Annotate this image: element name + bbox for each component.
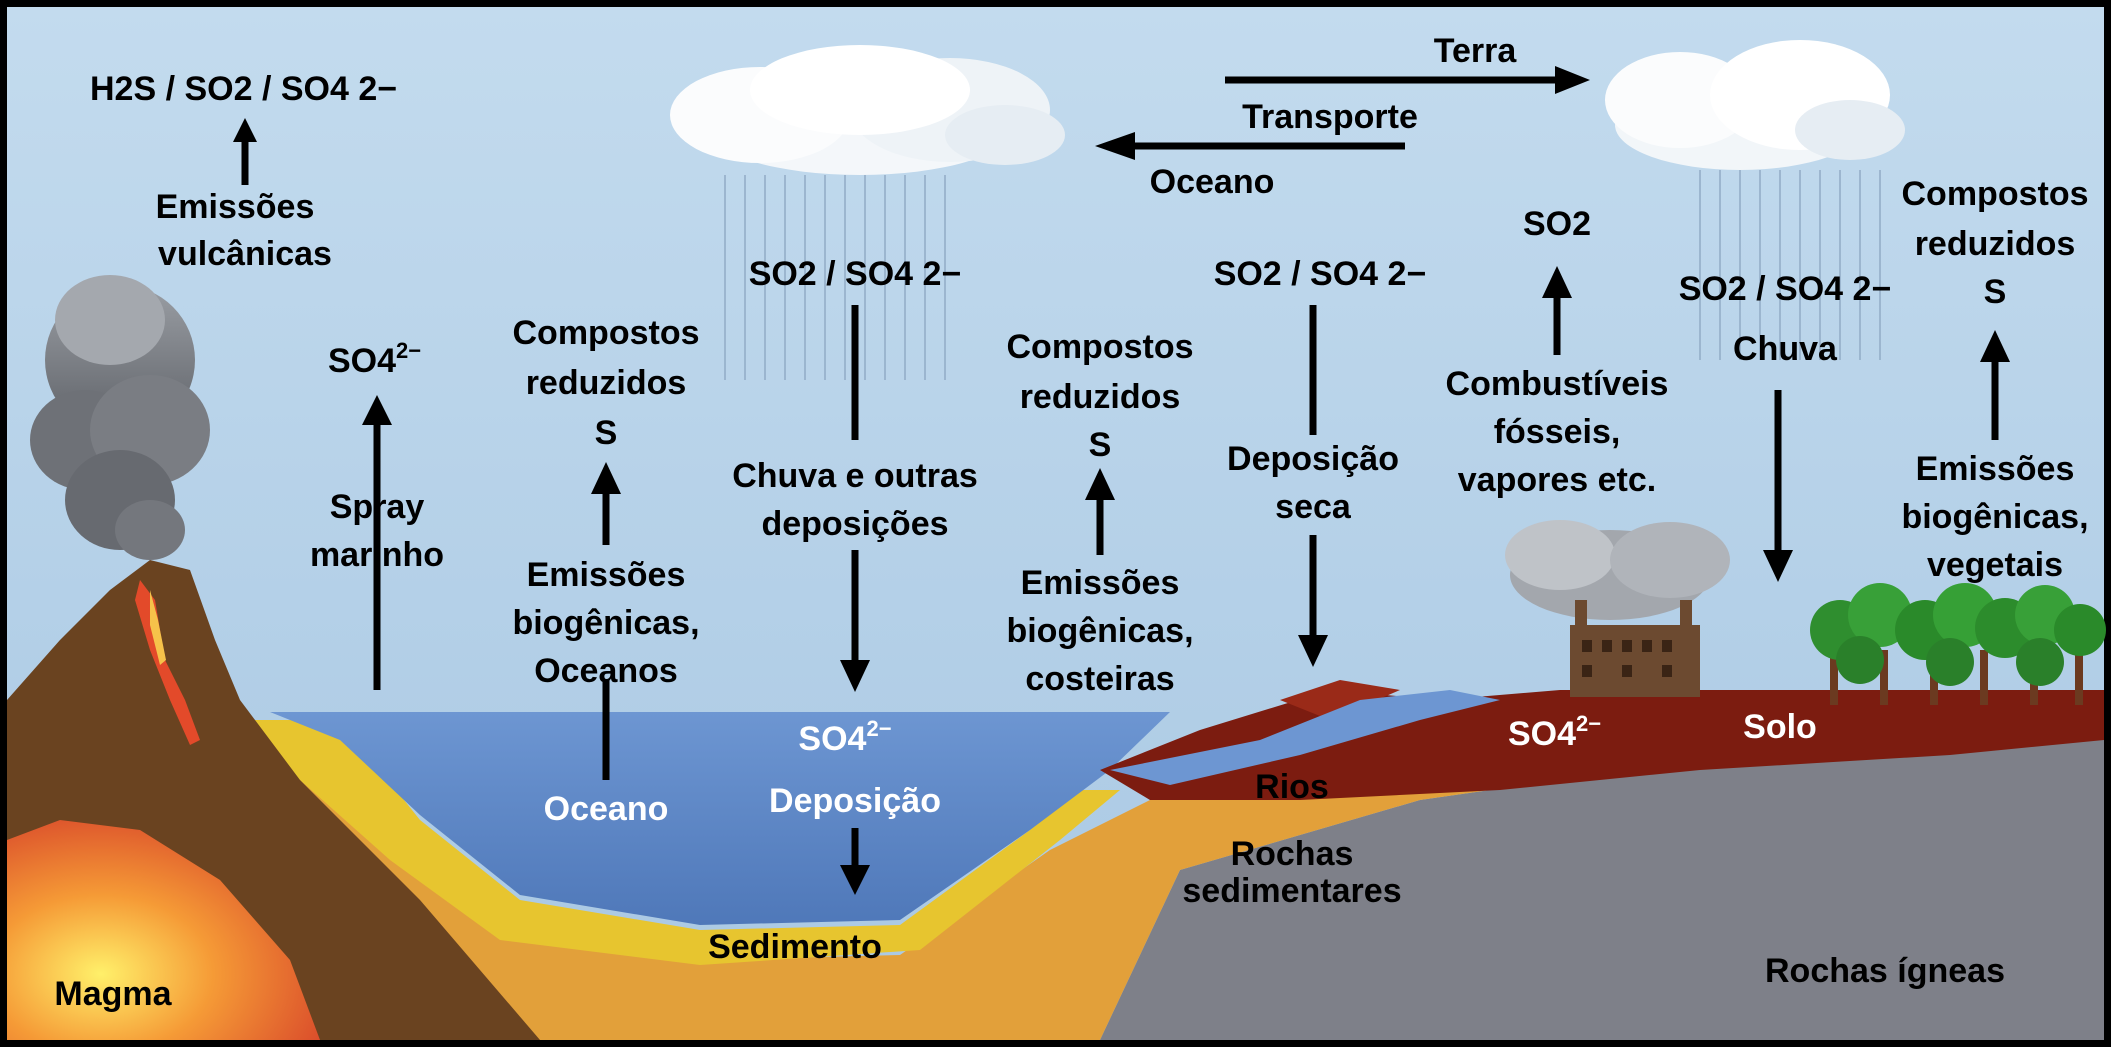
reduced-compounds-1-line1: Compostos <box>513 314 700 352</box>
sedimentary-rock <box>230 690 2104 1040</box>
fossil-label-1: Combustíveis <box>1446 365 1669 403</box>
volcanic-emissions-label-1: Emissões <box>156 188 315 226</box>
land-direction-label: Terra <box>1434 32 1518 70</box>
arrow-rain-down <box>840 305 870 692</box>
reduced-compounds-2-line3: S <box>1089 426 1112 464</box>
sediment-layer <box>240 720 1120 965</box>
bio-veg-label-2: biogênicas, <box>1901 498 2088 536</box>
factory-icon <box>1505 520 1730 697</box>
bio-coast-label-3: costeiras <box>1025 660 1174 698</box>
ocean-label: Oceano <box>544 790 669 828</box>
soil-hill <box>1280 680 1400 720</box>
reduced-compounds-3-line3: S <box>1984 273 2007 311</box>
so2-so4-rain-label: SO2 / SO4 2− <box>1679 270 1892 308</box>
so4-ocean-label: SO42− <box>798 716 891 758</box>
spray-label-2: marinho <box>310 536 444 574</box>
so2-so4-dry-label: SO2 / SO4 2− <box>1214 255 1427 293</box>
so2-so4-left-label: SO2 / SO4 2− <box>749 255 962 293</box>
so4-soil-label: SO42− <box>1508 711 1601 753</box>
dry-deposition-label-2: seca <box>1275 488 1352 526</box>
arrow-ocean-bio-up <box>591 462 621 780</box>
sedimentary-rocks-label-2: sedimentares <box>1182 872 1401 910</box>
rivers-label: Rios <box>1255 768 1329 806</box>
bio-ocean-label-1: Emissões <box>527 556 686 594</box>
reduced-compounds-1-line3: S <box>595 414 618 452</box>
bio-coast-label-2: biogênicas, <box>1006 612 1193 650</box>
arrow-dry-deposition-down <box>1298 305 1328 667</box>
reduced-compounds-1-line2: reduzidos <box>526 364 687 402</box>
sediment-label: Sedimento <box>708 928 882 966</box>
arrow-transport-land <box>1225 66 1590 94</box>
river <box>1110 690 1500 785</box>
reduced-compounds-2-line1: Compostos <box>1007 328 1194 366</box>
fossil-label-2: fósseis, <box>1494 413 1621 451</box>
spray-label-1: Spray <box>330 488 425 526</box>
bio-ocean-label-2: biogênicas, <box>512 604 699 642</box>
magma-label: Magma <box>54 975 172 1013</box>
soil-label: Solo <box>1743 708 1817 746</box>
trees-icon <box>1810 583 2106 705</box>
bio-veg-label-3: vegetais <box>1927 546 2063 584</box>
reduced-compounds-3-line1: Compostos <box>1902 175 2089 213</box>
transport-label: Transporte <box>1242 98 1418 136</box>
reduced-compounds-3-line2: reduzidos <box>1915 225 2076 263</box>
cloud-left <box>670 45 1065 175</box>
igneous-rock <box>1100 720 2104 1040</box>
ocean <box>270 712 1170 925</box>
bio-ocean-label-3: Oceanos <box>534 652 678 690</box>
volcanic-gases-label: H2S / SO2 / SO4 2− <box>90 70 397 108</box>
arrow-veg-bio-up <box>1980 330 2010 440</box>
fossil-label-3: vapores etc. <box>1458 461 1656 499</box>
lava-highlight <box>150 590 166 665</box>
so2-fossil-label: SO2 <box>1523 205 1591 243</box>
rain-deposition-label-2: deposições <box>761 505 948 543</box>
rain-deposition-label-1: Chuva e outras <box>732 457 978 495</box>
arrow-volcanic-up <box>233 118 257 185</box>
volcanic-emissions-label-2: vulcânicas <box>158 235 332 273</box>
arrow-fossil-up <box>1542 266 1572 355</box>
cloud-right <box>1605 40 1905 170</box>
deposition-label: Deposição <box>769 782 941 820</box>
bio-coast-label-1: Emissões <box>1021 564 1180 602</box>
rain-label: Chuva <box>1733 330 1838 368</box>
reduced-compounds-2-line2: reduzidos <box>1020 378 1181 416</box>
sedimentary-rocks-label-1: Rochas <box>1231 835 1354 873</box>
arrow-spray-up <box>362 395 392 690</box>
arrow-coast-bio-up <box>1085 468 1115 555</box>
so4-left-label: SO42− <box>328 338 421 380</box>
rain-left <box>724 175 946 380</box>
dry-deposition-label-1: Deposição <box>1227 440 1399 478</box>
bio-veg-label-1: Emissões <box>1916 450 2075 488</box>
volcanic-smoke <box>30 275 210 560</box>
ocean-direction-label: Oceano <box>1150 163 1275 201</box>
arrow-deposition-down <box>840 828 870 895</box>
magma-chamber <box>7 820 320 1040</box>
arrow-transport-ocean <box>1095 132 1405 160</box>
rain-right <box>1699 170 1881 360</box>
arrow-chuva-down <box>1763 390 1793 582</box>
igneous-rocks-label: Rochas ígneas <box>1765 952 2005 990</box>
